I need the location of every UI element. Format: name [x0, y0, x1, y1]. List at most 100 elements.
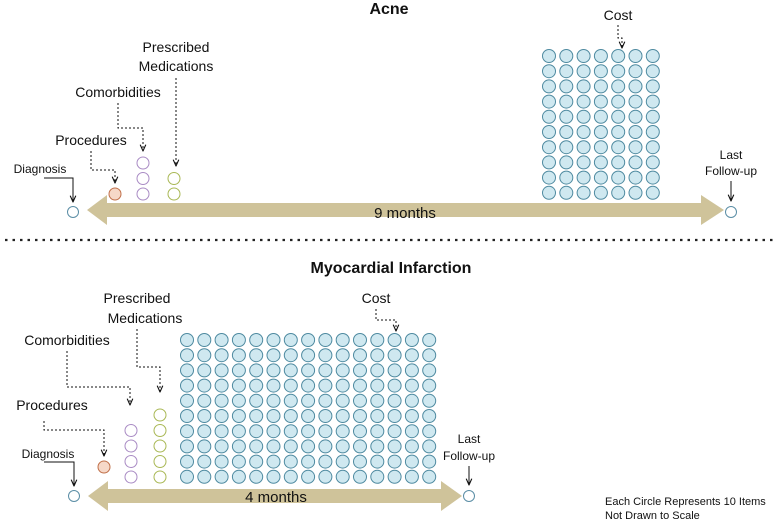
cost-circle: [197, 378, 212, 393]
cost-circle: [214, 469, 229, 484]
cost-circle: [318, 409, 333, 423]
diagnosis-marker: [67, 206, 79, 218]
cost-circle: [301, 424, 316, 439]
cost-circle: [628, 140, 643, 155]
cost-label: Cost: [362, 290, 391, 306]
cost-circle: [628, 64, 643, 79]
cost-circle: [559, 49, 574, 63]
cost-circle: [301, 469, 316, 484]
cost-circle: [370, 378, 385, 393]
cost-circle: [214, 409, 229, 423]
cost-circle: [353, 333, 367, 347]
cost-circle: [266, 424, 281, 439]
procedures-circles: [97, 460, 111, 474]
cost-circle: [266, 439, 281, 454]
cost-circle: [249, 409, 264, 423]
cost-circle: [404, 333, 419, 347]
cost-circle: [611, 49, 626, 63]
cost-circle: [353, 454, 367, 469]
cost-circle: [335, 409, 350, 423]
cost-circle: [370, 454, 385, 469]
cost-circle: [370, 409, 385, 423]
cost-circle: [404, 454, 419, 469]
cost-circle: [387, 333, 402, 347]
medication-circle: [153, 439, 167, 453]
cost-leader: [375, 309, 396, 331]
cost-circle: [422, 348, 437, 363]
medication-circle: [153, 455, 167, 468]
cost-circle: [542, 109, 556, 124]
cost-circle: [387, 424, 402, 439]
procedures-label: Procedures: [55, 132, 127, 148]
cost-circle: [180, 409, 194, 423]
last-followup-label-line1: Last: [720, 148, 743, 162]
procedures-leader: [43, 421, 104, 456]
cost-circle: [645, 94, 660, 109]
comorbidity-circle: [136, 172, 150, 185]
medication-circle: [153, 408, 167, 422]
cost-circle: [353, 378, 367, 393]
cost-circle: [593, 109, 608, 124]
cost-circle: [576, 170, 591, 185]
medications-circles: [167, 172, 181, 201]
cost-circle: [318, 393, 333, 408]
cost-circle: [180, 424, 194, 439]
last-followup-label-line1: Last: [458, 432, 481, 446]
cost-circle: [559, 185, 574, 200]
cost-circle: [576, 155, 591, 170]
cost-circle: [335, 333, 350, 347]
cost-circle: [335, 393, 350, 408]
cost-circle: [197, 363, 212, 378]
diagnosis-label: Diagnosis: [22, 447, 75, 461]
cost-circle: [387, 409, 402, 423]
cost-circle: [335, 424, 350, 439]
cost-circle: [611, 185, 626, 200]
cost-circle: [542, 140, 556, 155]
cost-circle: [576, 49, 591, 63]
comorbidity-circle: [136, 156, 150, 170]
cost-circle: [214, 363, 229, 378]
cost-circle: [542, 94, 556, 109]
cost-circle: [197, 393, 212, 408]
cost-circle: [593, 140, 608, 155]
cost-circle: [387, 348, 402, 363]
cost-circle: [370, 363, 385, 378]
cost-circle: [283, 333, 298, 347]
cost-circle: [301, 348, 316, 363]
cost-circle: [301, 363, 316, 378]
cost-circle: [318, 454, 333, 469]
cost-circle: [628, 170, 643, 185]
cost-circle: [387, 439, 402, 454]
cost-circle: [301, 439, 316, 454]
cost-circle: [180, 378, 194, 393]
cost-circle: [370, 393, 385, 408]
cost-circle: [353, 424, 367, 439]
medication-circle: [167, 187, 181, 201]
cost-circle: [370, 333, 385, 347]
cost-circle: [559, 170, 574, 185]
cost-circle: [318, 333, 333, 347]
cost-circle: [197, 409, 212, 423]
cost-circle: [422, 393, 437, 408]
cost-circle: [559, 140, 574, 155]
cost-circle: [335, 454, 350, 469]
cost-circle: [370, 424, 385, 439]
diagnosis-marker: [68, 490, 80, 502]
cost-circle: [370, 469, 385, 484]
cost-circle: [283, 348, 298, 363]
cost-circle: [231, 454, 246, 469]
cost-circle: [628, 94, 643, 109]
cost-circle: [335, 439, 350, 454]
cost-circle: [231, 469, 246, 484]
cost-circle: [404, 409, 419, 423]
cost-circle: [180, 393, 194, 408]
cost-circle: [197, 454, 212, 469]
cost-circle: [593, 155, 608, 170]
cost-circle: [611, 125, 626, 139]
cost-circle: [611, 79, 626, 94]
cost-circle: [318, 378, 333, 393]
diagnosis-leader: [44, 461, 74, 486]
cost-circle: [214, 378, 229, 393]
cost-circle: [387, 363, 402, 378]
